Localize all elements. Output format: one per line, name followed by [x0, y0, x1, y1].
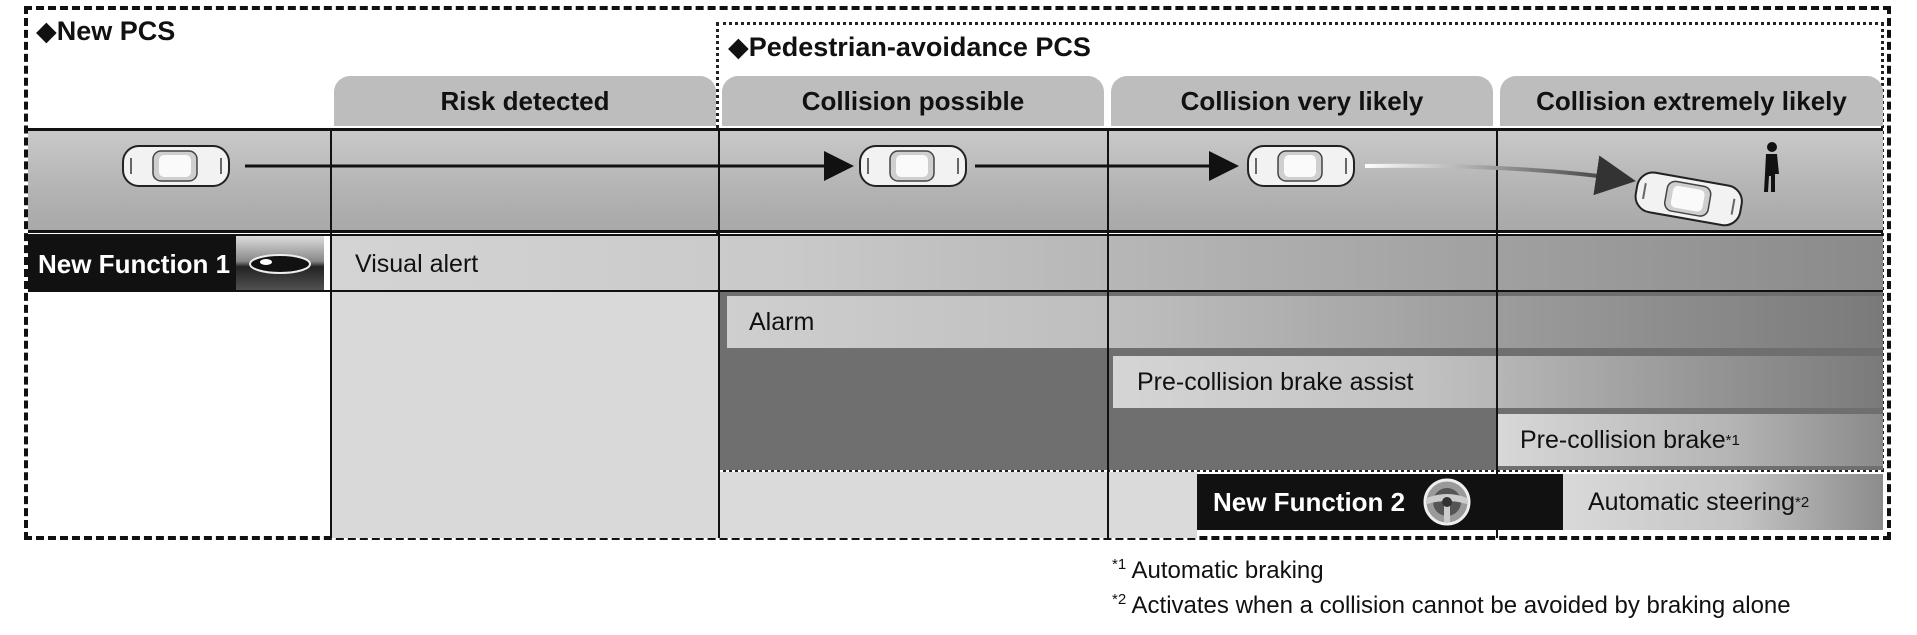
- brake-band: [1498, 414, 1883, 466]
- grid-line: [28, 290, 1883, 292]
- mirror-icon: [236, 236, 324, 292]
- brake-label: Pre-collision brake*1: [1520, 414, 1740, 466]
- arrow-icon: [1364, 155, 1636, 196]
- steering-wheel-icon: [1421, 476, 1473, 528]
- footnote-2-text: Activates when a collision cannot be avo…: [1131, 592, 1791, 619]
- grid-line: [330, 128, 332, 538]
- brake-assist-label: Pre-collision brake assist: [1137, 367, 1414, 396]
- stage-risk-detected: Risk detected: [334, 76, 716, 126]
- steering-band: [1563, 474, 1883, 530]
- risk-column-bg: [331, 292, 718, 538]
- possible-column-bg: [719, 472, 1109, 538]
- grid-line: [1107, 128, 1109, 538]
- stage-collision-very-likely: Collision very likely: [1111, 76, 1493, 126]
- footnote-1-text: Automatic braking: [1131, 557, 1324, 584]
- footnote-1: *1 Automatic braking: [1112, 556, 1324, 585]
- pedestrian-pcs-title: ◆Pedestrian-avoidance PCS: [728, 32, 1091, 62]
- verylikely-column-bg: [1109, 472, 1197, 538]
- steering-text: Automatic steering: [1588, 487, 1796, 516]
- car-icon: [859, 145, 967, 187]
- car-icon: [1247, 145, 1355, 187]
- brake-text: Pre-collision brake: [1520, 425, 1726, 454]
- visual-alert-label: Visual alert: [355, 249, 479, 278]
- car-icon: [122, 145, 230, 187]
- grid-line: [718, 128, 720, 538]
- new-function-1-label: New Function 1: [28, 236, 236, 292]
- pedestrian-icon: [1764, 142, 1779, 192]
- new-pcs-title: ◆New PCS: [36, 16, 176, 46]
- steering-label: Automatic steering*2: [1588, 474, 1809, 530]
- brake-assist-band: [1113, 356, 1883, 408]
- new-function-2-label: New Function 2: [1197, 474, 1563, 530]
- stage-collision-extremely-likely: Collision extremely likely: [1500, 76, 1883, 126]
- grid-line: [28, 234, 1883, 236]
- grid-line: [1496, 128, 1498, 538]
- steering-footnote-mark: *2: [1795, 493, 1810, 511]
- footnote-2-mark: *2: [1112, 591, 1127, 608]
- footnote-1-mark: *1: [1112, 556, 1127, 573]
- alarm-band: [727, 296, 1883, 348]
- car-icon: [1632, 169, 1746, 229]
- footnote-2: *2 Activates when a collision cannot be …: [1112, 591, 1791, 620]
- road-scene: [122, 142, 1779, 229]
- alarm-label: Alarm: [749, 307, 815, 336]
- new-pcs-frame: [24, 6, 1891, 540]
- brake-footnote-mark: *1: [1725, 431, 1740, 449]
- stage-collision-possible: Collision possible: [722, 76, 1104, 126]
